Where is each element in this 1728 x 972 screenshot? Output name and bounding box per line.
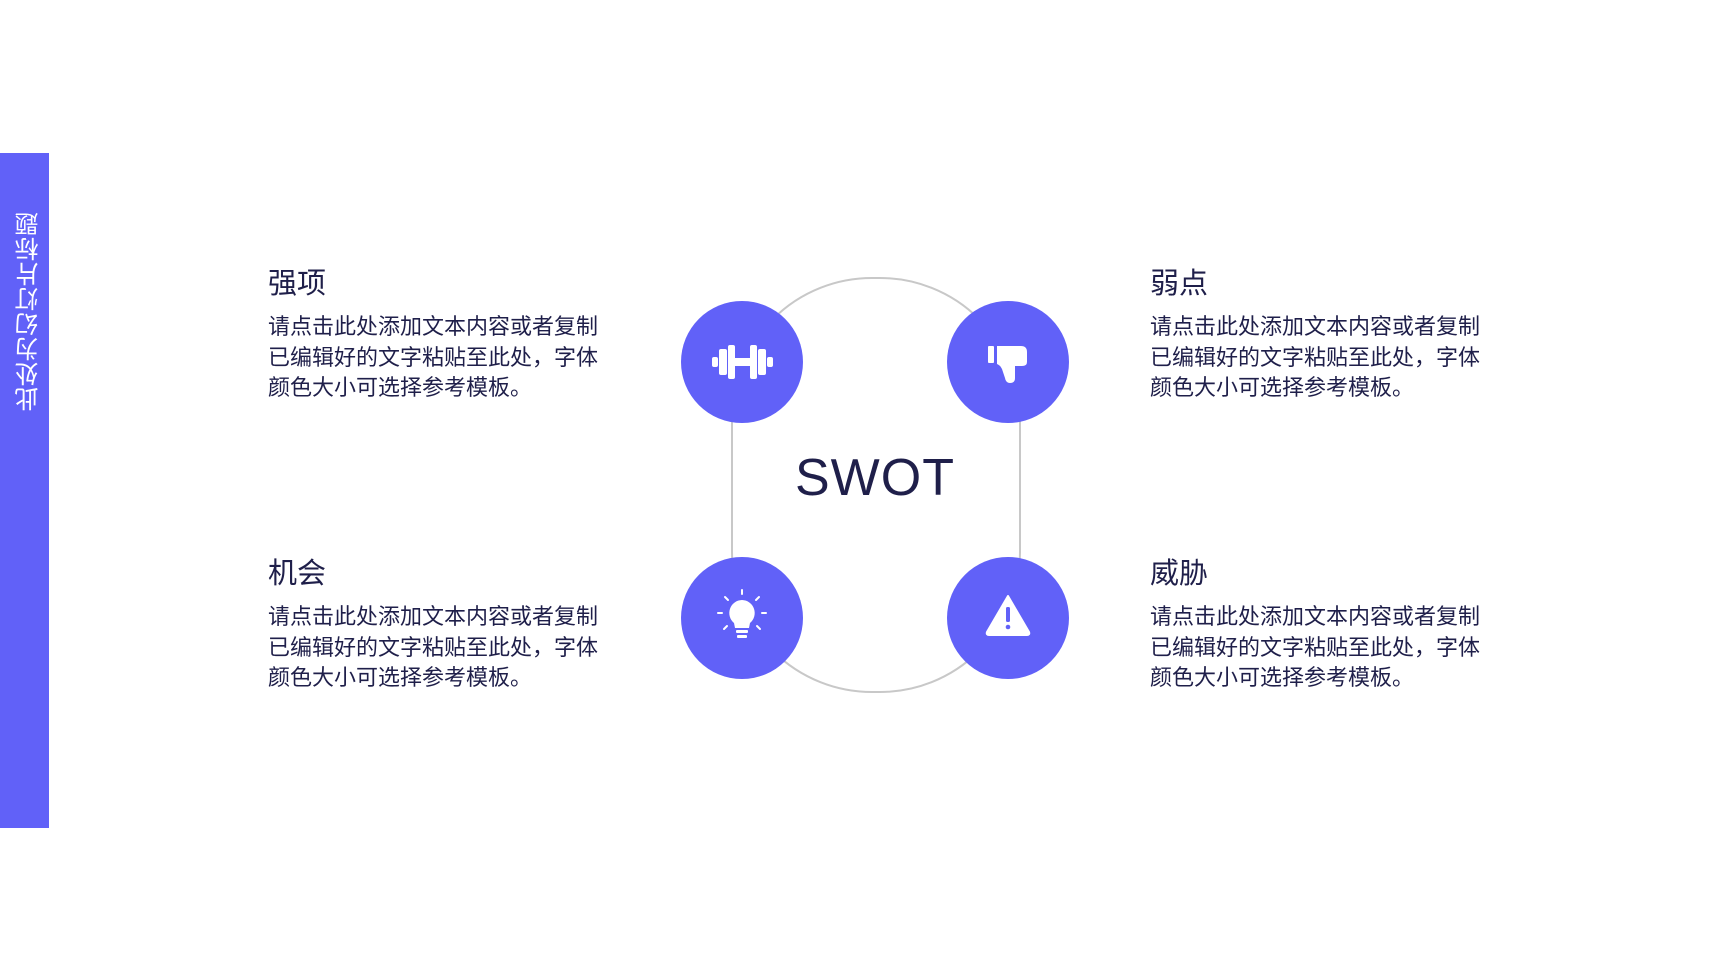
threats-circle[interactable]: [947, 557, 1069, 679]
swot-center-label: SWOT: [795, 449, 955, 507]
opportunities-circle[interactable]: [681, 557, 803, 679]
opportunities-heading: 机会: [268, 556, 327, 590]
weaknesses-circle[interactable]: [947, 301, 1069, 423]
opportunities-block[interactable]: 机会 请点击此处添加文本内容或者复制已编辑好的文字粘贴至此处，字体颜色大小可选择…: [268, 553, 613, 695]
threats-block[interactable]: 威胁 请点击此处添加文本内容或者复制已编辑好的文字粘贴至此处，字体颜色大小可选择…: [1150, 553, 1495, 695]
side-accent-bar: [0, 153, 49, 828]
strengths-heading: 强项: [268, 266, 327, 300]
strengths-text: 请点击此处添加文本内容或者复制已编辑好的文字粘贴至此处，字体颜色大小可选择参考模…: [268, 315, 599, 401]
threats-heading: 威胁: [1150, 556, 1209, 590]
opportunities-text: 请点击此处添加文本内容或者复制已编辑好的文字粘贴至此处，字体颜色大小可选择参考模…: [268, 605, 599, 691]
lightbulb-icon: [717, 589, 767, 638]
weaknesses-text: 请点击此处添加文本内容或者复制已编辑好的文字粘贴至此处，字体颜色大小可选择参考模…: [1150, 315, 1481, 401]
strengths-circle[interactable]: [681, 301, 803, 423]
slide-title[interactable]: 此处为幻灯片标题: [15, 211, 43, 411]
dumbbell-icon: [712, 345, 773, 379]
swot-diagram: [681, 277, 1069, 693]
strengths-block[interactable]: 强项 请点击此处添加文本内容或者复制已编辑好的文字粘贴至此处，字体颜色大小可选择…: [268, 263, 613, 405]
weaknesses-heading: 弱点: [1150, 266, 1209, 300]
warning-icon: [985, 595, 1031, 636]
thumbs-down-icon: [988, 346, 1027, 383]
swot-ring: [731, 277, 1021, 693]
weaknesses-block[interactable]: 弱点 请点击此处添加文本内容或者复制已编辑好的文字粘贴至此处，字体颜色大小可选择…: [1150, 263, 1495, 405]
threats-text: 请点击此处添加文本内容或者复制已编辑好的文字粘贴至此处，字体颜色大小可选择参考模…: [1150, 605, 1481, 691]
